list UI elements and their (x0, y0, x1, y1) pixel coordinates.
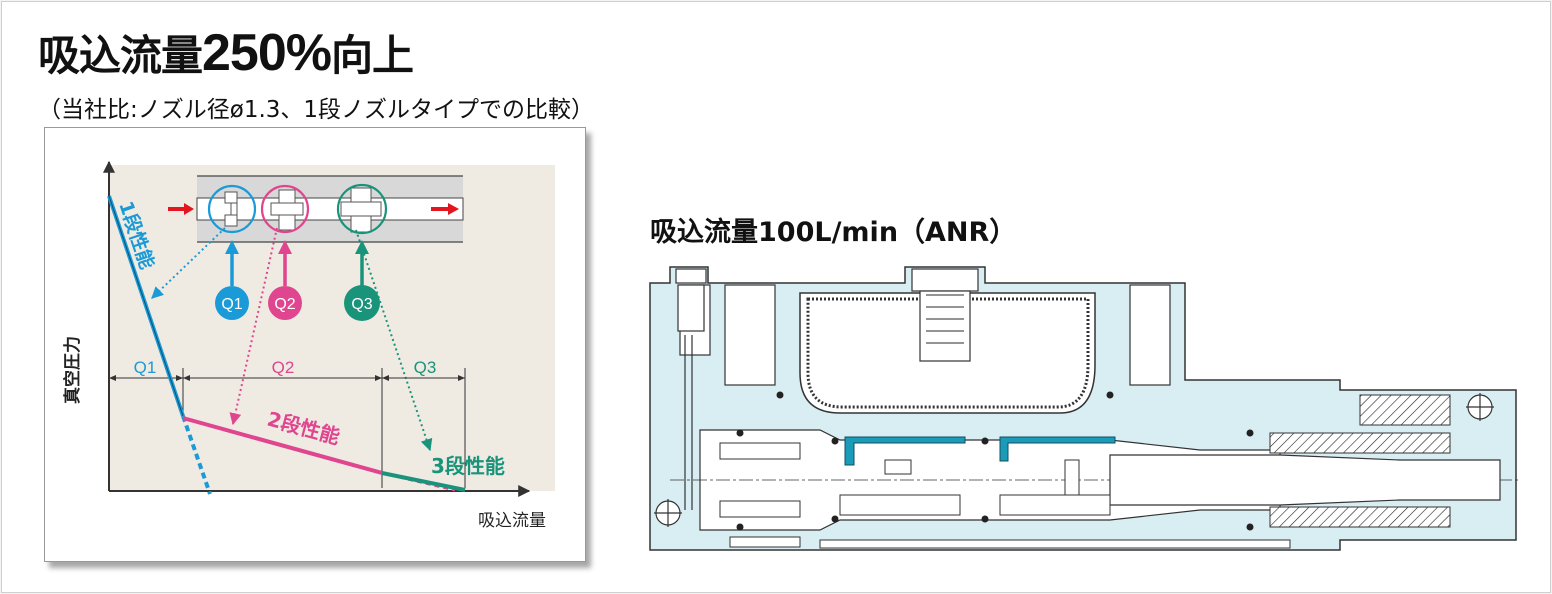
cross-section-drawing (649, 266, 1518, 551)
range-label-q2: Q2 (272, 358, 295, 377)
o-rings (736, 391, 1254, 531)
page-title: 吸込流量250%向上 (38, 22, 414, 83)
outlet-arrow-icon (448, 203, 459, 215)
performance-graph: Q1 Q2 Q3 Q1 Q2 Q3 (62, 160, 555, 531)
nozzle-badge-q1: Q1 (215, 286, 249, 320)
cross-section-title: 吸込流量100L/min（ANR） (650, 217, 1017, 248)
left-fitting (675, 268, 707, 510)
stage1-curve (107, 195, 212, 495)
nozzle-schematic (168, 175, 464, 243)
y-axis-label: 真空圧力 (62, 336, 83, 404)
bottom-rail (729, 536, 1291, 549)
title-suffix: 向上 (331, 31, 414, 80)
svg-text:Q3: Q3 (351, 296, 372, 313)
top-fitting (911, 268, 979, 362)
x-axis-label: 吸込流量 (478, 511, 546, 531)
nozzle-badge-q3: Q3 (344, 285, 380, 321)
performance-graph-panel: Q1 Q2 Q3 Q1 Q2 Q3 (44, 127, 586, 562)
range-label-q1: Q1 (134, 358, 157, 377)
nozzle-badge-q2: Q2 (268, 286, 302, 320)
title-percent: 250% (202, 24, 332, 82)
hatched-plug-top (1359, 394, 1451, 426)
stage3-label: 3段性能 (431, 454, 505, 478)
range-label-q3: Q3 (414, 358, 437, 377)
page-subtitle: （当社比:ノズル径ø1.3、1段ノズルタイプでの比較） (38, 97, 595, 123)
title-prefix: 吸込流量 (38, 31, 203, 80)
svg-text:Q2: Q2 (274, 296, 295, 313)
svg-text:Q1: Q1 (221, 296, 242, 313)
hatched-sleeve-top (1269, 432, 1451, 454)
hatched-sleeve-bottom (1269, 506, 1451, 528)
flow-up-arrows (225, 240, 369, 286)
diffuser (1109, 454, 1501, 506)
nozzle-stage-highlight (844, 436, 1116, 466)
ejector-cross-section (640, 255, 1530, 564)
stage3-curve (381, 471, 466, 492)
curve-pointers (151, 227, 433, 452)
screw-holes (654, 393, 1494, 527)
graph-axes (103, 160, 531, 497)
inner-parts (719, 442, 1111, 518)
inlet-arrow-icon (184, 203, 194, 215)
